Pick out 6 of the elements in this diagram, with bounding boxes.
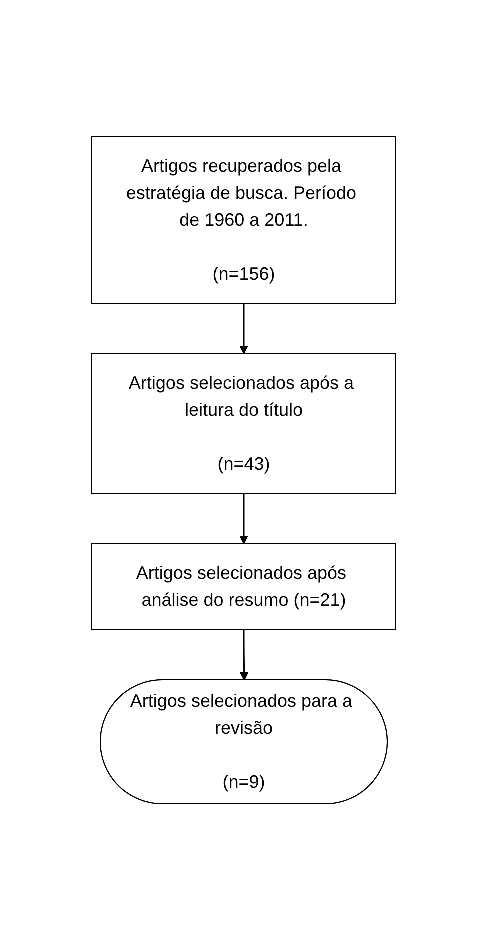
node-box: Artigos recuperados pela estratégia de busca. Período de 1960 a 2011. (n=156) [92,136,396,304]
node-box: Artigos selecionados após a leitura do título (n=43) [92,353,396,494]
arrow [240,494,248,544]
arrow [240,630,249,680]
node-box: Artigos selecionados após análise do resumo (n=21) [92,543,396,630]
arrow [240,304,248,354]
